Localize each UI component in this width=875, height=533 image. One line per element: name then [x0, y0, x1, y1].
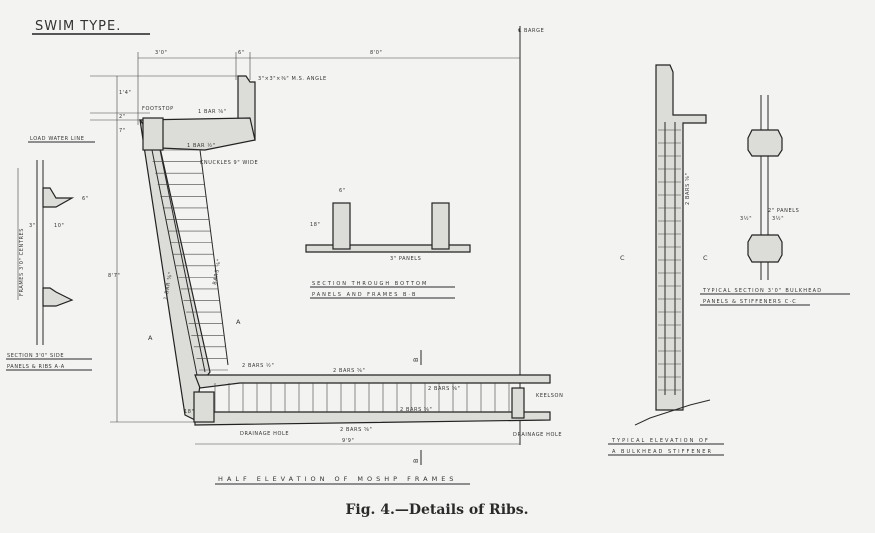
- section-aa: FRAMES 3'0" CENTRES 6" 3" 10" SECTION 3'…: [6, 160, 92, 371]
- section-marker-b-bottom: B: [412, 457, 420, 463]
- frame-elevation: [138, 75, 551, 426]
- cc-caption-1: TYPICAL SECTION 3'0" BULKHEAD: [702, 288, 822, 294]
- bulkhead-stiffener: 2 BARS ⅝" C C TYPICAL ELEVATION OF A BUL…: [608, 64, 724, 456]
- bar-label-1: 1 BAR ⅝": [198, 109, 227, 115]
- bb-caption-1: SECTION THROUGH BOTTOM: [312, 281, 428, 287]
- side-bar-label-1: 1 BAR ⅝": [163, 271, 174, 300]
- dim-bottom: 9'9": [342, 438, 354, 444]
- dim-h3: 7": [119, 128, 126, 134]
- bb-caption-2: PANELS AND FRAMES B·B: [312, 292, 417, 298]
- knuckles-label: KNUCKLES 9" WIDE: [200, 160, 258, 166]
- stiffener-caption-1: TYPICAL ELEVATION OF: [611, 438, 710, 444]
- stiffener-caption-2: A BULKHEAD STIFFENER: [612, 449, 713, 455]
- cc-dim-right: 3½": [772, 215, 784, 222]
- dim-top-left: 3'0": [155, 50, 167, 56]
- section-marker-a-right: A: [236, 318, 242, 326]
- section-bb: 6" 18" 3" PANELS SECTION THROUGH BOTTOM …: [305, 188, 471, 299]
- aa-frames-label: FRAMES 3'0" CENTRES: [19, 228, 25, 296]
- drainage-hole-left-label: DRAINAGE HOLE: [240, 431, 289, 437]
- dim-h1: 1'4": [119, 90, 131, 96]
- dim-top-mid: 6": [238, 50, 245, 56]
- cc-caption-2: PANELS & STIFFENERS C·C: [703, 299, 797, 305]
- bars-low-label: 2 BARS ⅝": [400, 407, 432, 413]
- section-marker-b-top: B: [412, 356, 420, 362]
- bb-panels-label: 3" PANELS: [390, 256, 421, 262]
- cc-dim-left: 3½": [740, 215, 752, 222]
- bar-label-2: 1 BAR ½": [187, 142, 216, 149]
- keelson-label: KEELSON: [536, 393, 563, 399]
- cc-panels-label: 2" PANELS: [768, 208, 799, 214]
- drawing-title: SWIM TYPE.: [35, 19, 121, 34]
- aa-dim-c: 10": [54, 223, 64, 229]
- top-dimension: 3'0" 6" 8'0": [137, 50, 520, 125]
- bars-corner-label: 2 BARS ½": [242, 362, 274, 369]
- section-marker-c-left: C: [620, 254, 626, 262]
- bars-top-label: 2 BARS ⅝": [333, 368, 365, 374]
- stiffener-bars-label: 2 BARS ⅝": [685, 173, 691, 205]
- barge-label: ℄ BARGE: [518, 28, 544, 34]
- bars-mid-label: 2 BARS ⅝": [428, 386, 460, 392]
- aa-dim-b: 3": [29, 223, 36, 229]
- aa-caption-2: PANELS & RIBS A·A: [7, 364, 65, 370]
- dim-corner: 18": [184, 409, 194, 415]
- section-marker-c-right: C: [703, 254, 709, 262]
- frame-labels: 3"×3"×⅜" M.S. ANGLE FOOTSTOP 1 BAR ⅝" 1 …: [142, 76, 563, 485]
- bb-dim-height: 18": [310, 222, 320, 228]
- side-bar-label-2: BARS ⅝": [212, 258, 222, 285]
- bars-bottom-label: 2 BARS ⅝": [340, 427, 372, 433]
- dim-h2: 2": [119, 114, 126, 120]
- main-elevation-caption: HALF ELEVATION OF MOSHP FRAMES: [218, 475, 457, 483]
- aa-caption-1: SECTION 3'0" SIDE: [7, 353, 64, 359]
- aa-dim-a: 6": [82, 196, 89, 202]
- figure-caption: Fig. 4.—Details of Ribs.: [345, 502, 528, 518]
- section-marker-a-left: A: [148, 334, 154, 342]
- drainage-hole-right-label: DRAINAGE HOLE: [513, 432, 562, 438]
- dim-top-right: 8'0": [370, 50, 382, 56]
- section-cc: 2" PANELS 3½" 3½" TYPICAL SECTION 3'0" B…: [700, 95, 850, 306]
- bb-dim-width: 6": [339, 188, 346, 194]
- load-water-line-label: LOAD WATER LINE: [30, 136, 84, 142]
- angle-label: 3"×3"×⅜" M.S. ANGLE: [258, 76, 327, 82]
- footstop-label: FOOTSTOP: [142, 106, 174, 112]
- dim-height: 8'7": [108, 273, 120, 279]
